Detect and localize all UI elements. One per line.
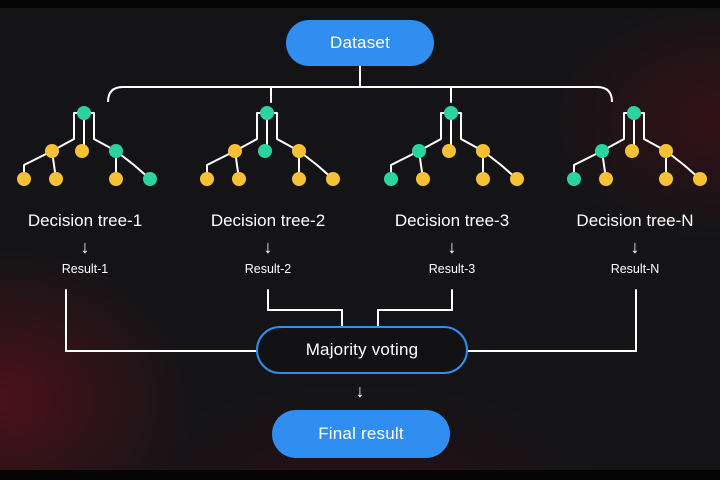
down-arrow-icon: ↓ [630, 237, 640, 257]
tree-node [412, 144, 426, 158]
tree-label-2: Decision tree-2 [210, 211, 326, 230]
tree-node [77, 106, 91, 120]
tree-node [200, 172, 214, 186]
tree-node [693, 172, 707, 186]
result-label-3: Result-3 [428, 262, 476, 276]
dataset-bracket-line [107, 86, 613, 103]
tree-node [416, 172, 430, 186]
result-label-2: Result-2 [244, 262, 292, 276]
majority-voting-label: Majority voting [305, 340, 419, 359]
tree-node [659, 144, 673, 158]
tree-edge [634, 112, 667, 152]
tree-node [292, 144, 306, 158]
tree-edge [451, 112, 484, 152]
tree-node [510, 172, 524, 186]
tree-node [625, 144, 639, 158]
tree-node [567, 172, 581, 186]
tree-node [444, 106, 458, 120]
down-arrow-icon: ↓ [447, 237, 457, 257]
tree-node [258, 144, 272, 158]
tree-node [476, 172, 490, 186]
dataset-node: Dataset [286, 20, 434, 66]
tree-node [260, 106, 274, 120]
tree-node [476, 144, 490, 158]
tree-edge [267, 112, 300, 152]
tree-edge [482, 150, 518, 180]
tree-edge [665, 150, 701, 180]
down-arrow-icon: ↓ [80, 237, 90, 257]
majority-voting-node: Majority voting [256, 326, 468, 374]
tree-node [109, 144, 123, 158]
tree-node [595, 144, 609, 158]
tree-node [143, 172, 157, 186]
tree-node [45, 144, 59, 158]
tree-node [17, 172, 31, 186]
tree-node [384, 172, 398, 186]
tree-label-1: Decision tree-1 [27, 211, 143, 230]
tree-node [599, 172, 613, 186]
tree-node [75, 144, 89, 158]
result-label-1: Result-1 [61, 262, 109, 276]
tree-node [442, 144, 456, 158]
tree-node [228, 144, 242, 158]
final-result-node: Final result [272, 410, 450, 458]
tree-edge [84, 112, 117, 152]
tree-node [232, 172, 246, 186]
final-result-label: Final result [318, 424, 404, 443]
tree-node [109, 172, 123, 186]
tree-node [659, 172, 673, 186]
tree-label-n: Decision tree-N [576, 211, 694, 230]
dataset-label: Dataset [330, 33, 390, 52]
tree-node [627, 106, 641, 120]
tree-edge [298, 150, 334, 180]
down-arrow-icon: ↓ [355, 381, 365, 401]
tree-node [292, 172, 306, 186]
result-label-n: Result-N [610, 262, 660, 276]
down-arrow-icon: ↓ [263, 237, 273, 257]
tree-node [49, 172, 63, 186]
tree-edge [115, 150, 151, 180]
tree-label-3: Decision tree-3 [394, 211, 510, 230]
tree-node [326, 172, 340, 186]
